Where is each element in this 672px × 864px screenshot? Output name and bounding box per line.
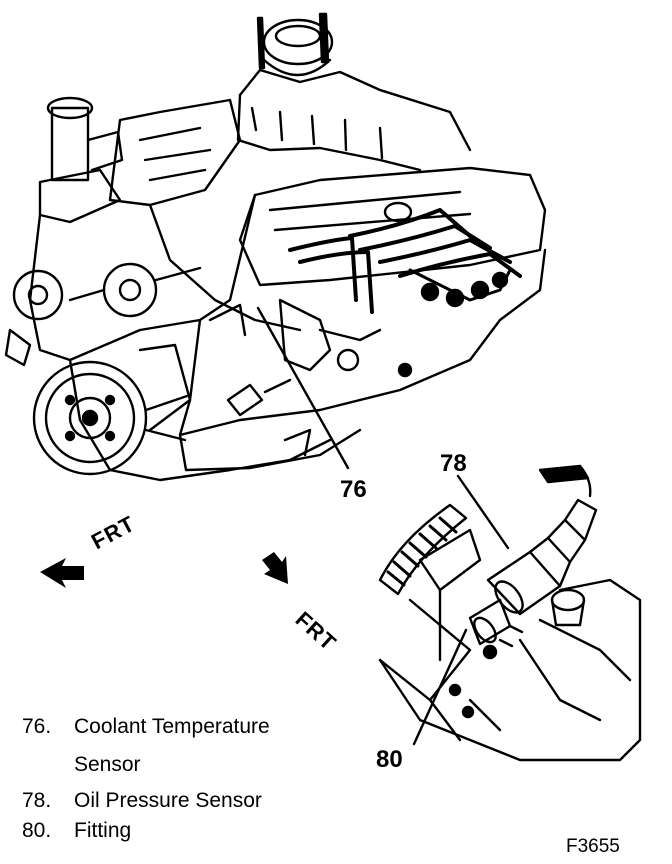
- sensor-detail-inset: [378, 464, 642, 762]
- callout-80: 80: [376, 746, 403, 773]
- arrow-right-icon: [262, 552, 288, 584]
- legend-item-76-cont: Sensor: [22, 754, 141, 775]
- legend-number: 78.: [22, 789, 52, 812]
- callout-76: 76: [340, 476, 367, 503]
- figure-id: F3655: [566, 836, 620, 857]
- legend-label-cont: Sensor: [74, 753, 141, 776]
- legend-number: 76.: [22, 715, 52, 738]
- legend-item-80: 80. Fitting: [22, 820, 131, 841]
- leader-lines: [256, 306, 510, 746]
- engine-block: [4, 12, 547, 482]
- callout-78: 78: [440, 450, 467, 477]
- legend-item-76: 76. Coolant Temperature: [22, 716, 270, 737]
- legend-label: Fitting: [74, 819, 132, 842]
- arrow-left-icon: [40, 558, 84, 588]
- legend-label: Oil Pressure Sensor: [74, 789, 262, 812]
- legend-item-78: 78. Oil Pressure Sensor: [22, 790, 262, 811]
- legend-label: Coolant Temperature: [74, 715, 270, 738]
- legend-number: 80.: [22, 819, 52, 842]
